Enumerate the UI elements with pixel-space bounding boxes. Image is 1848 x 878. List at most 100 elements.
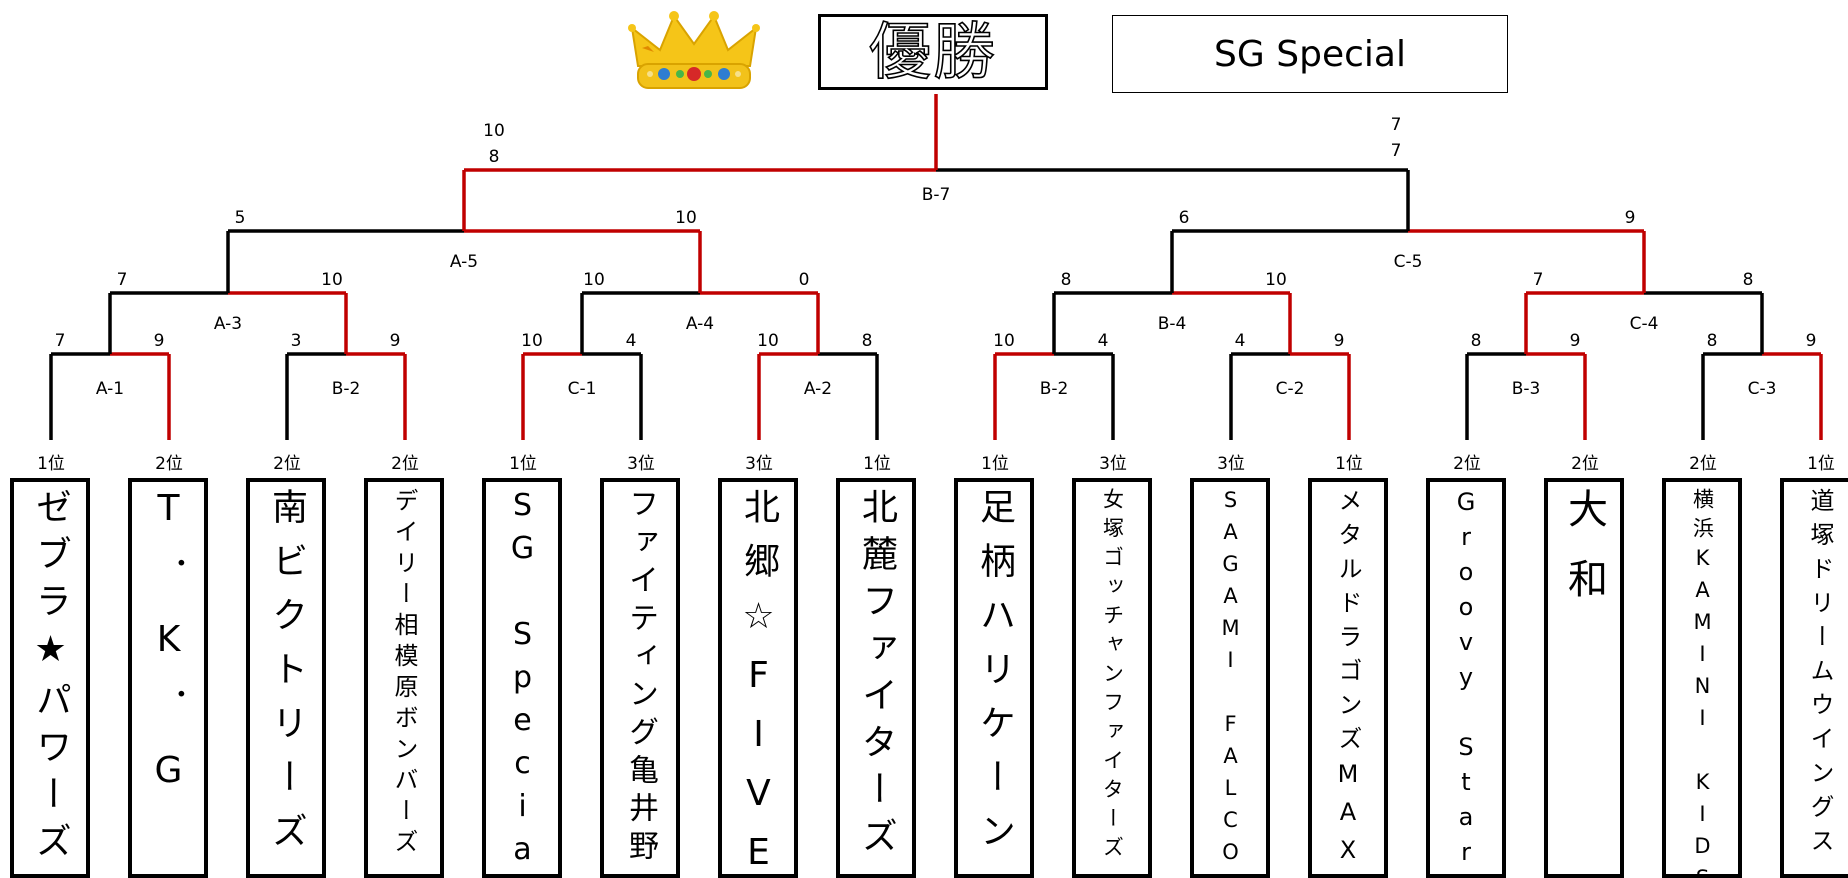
team-box: 大和 bbox=[1544, 478, 1624, 878]
winner-name: SG Special bbox=[1214, 33, 1406, 75]
score-left: 8 bbox=[489, 147, 500, 167]
team-name: 女塚ゴッチャンファイターズ bbox=[1100, 488, 1125, 865]
team-name: 横浜KAMINI KIDS bbox=[1690, 488, 1715, 878]
score-left: 10 bbox=[993, 331, 1015, 351]
team-name: SG Special bbox=[505, 488, 540, 878]
court-label: C-5 bbox=[1394, 252, 1423, 272]
team-rank: 2位 bbox=[1453, 454, 1481, 474]
team-box: 女塚ゴッチャンファイターズ bbox=[1072, 478, 1152, 878]
score-right: 9 bbox=[1806, 331, 1817, 351]
team-rank: 1位 bbox=[1807, 454, 1835, 474]
team-rank: 3位 bbox=[1217, 454, 1245, 474]
team-box: Groovy Stars bbox=[1426, 478, 1506, 878]
team-name: 北麓ファイターズ bbox=[856, 488, 897, 864]
score-right: 10 bbox=[321, 270, 343, 290]
court-label: A-5 bbox=[450, 252, 478, 272]
score-right: 0 bbox=[799, 270, 810, 290]
court-label: B-7 bbox=[922, 185, 951, 205]
team-name: Groovy Stars bbox=[1452, 488, 1480, 878]
score-right: 7 bbox=[1391, 115, 1402, 135]
score-left: 7 bbox=[1533, 270, 1544, 290]
score-left: 5 bbox=[235, 208, 246, 228]
team-rank: 2位 bbox=[1571, 454, 1599, 474]
team-box: T．K．G bbox=[128, 478, 208, 878]
court-label: A-1 bbox=[96, 379, 124, 399]
score-left: 10 bbox=[583, 270, 605, 290]
team-name: 道塚ドリームウイングス bbox=[1806, 488, 1834, 862]
team-rank: 1位 bbox=[981, 454, 1009, 474]
score-left: 8 bbox=[1471, 331, 1482, 351]
team-box: 足柄ハリケーン bbox=[954, 478, 1034, 878]
score-left: 4 bbox=[1235, 331, 1246, 351]
court-label: B-3 bbox=[1512, 379, 1541, 399]
score-right: 8 bbox=[1743, 270, 1754, 290]
team-name: 足柄ハリケーン bbox=[974, 488, 1015, 866]
team-name: 大和 bbox=[1561, 488, 1607, 628]
court-label: A-3 bbox=[214, 314, 242, 334]
team-name: メタルドラゴンズMAX bbox=[1334, 488, 1362, 874]
score-right: 7 bbox=[1391, 141, 1402, 161]
team-rank: 1位 bbox=[509, 454, 537, 474]
score-left: 10 bbox=[757, 331, 779, 351]
team-box: 北郷☆FIVE bbox=[718, 478, 798, 878]
crown-icon bbox=[628, 11, 760, 89]
score-left: 7 bbox=[117, 270, 128, 290]
score-right: 8 bbox=[862, 331, 873, 351]
team-name: ゼブラ★パワーズ bbox=[30, 488, 71, 869]
score-right: 9 bbox=[154, 331, 165, 351]
team-box: SAGAMI FALCON bbox=[1190, 478, 1270, 878]
score-left: 7 bbox=[55, 331, 66, 351]
team-box: ファイティング亀井野 bbox=[600, 478, 680, 878]
score-right: 9 bbox=[1625, 208, 1636, 228]
score-right: 9 bbox=[1570, 331, 1581, 351]
score-right: 9 bbox=[390, 331, 401, 351]
court-label: A-4 bbox=[686, 314, 714, 334]
team-name: デイリー相模原ボンバーズ bbox=[390, 488, 418, 860]
team-name: T．K．G bbox=[148, 488, 189, 818]
team-rank: 1位 bbox=[1335, 454, 1363, 474]
court-label: A-2 bbox=[804, 379, 832, 399]
score-right: 4 bbox=[626, 331, 637, 351]
team-rank: 3位 bbox=[745, 454, 773, 474]
court-label: B-2 bbox=[1040, 379, 1069, 399]
score-right: 9 bbox=[1334, 331, 1345, 351]
team-box: メタルドラゴンズMAX bbox=[1308, 478, 1388, 878]
court-label: C-3 bbox=[1748, 379, 1777, 399]
court-label: C-2 bbox=[1276, 379, 1305, 399]
team-box: デイリー相模原ボンバーズ bbox=[364, 478, 444, 878]
score-left: 3 bbox=[291, 331, 302, 351]
team-rank: 1位 bbox=[863, 454, 891, 474]
team-name: 南ビクトリーズ bbox=[266, 488, 307, 866]
team-rank: 2位 bbox=[273, 454, 301, 474]
score-right: 10 bbox=[1265, 270, 1287, 290]
score-left: 8 bbox=[1707, 331, 1718, 351]
score-left: 6 bbox=[1179, 208, 1190, 228]
team-rank: 2位 bbox=[155, 454, 183, 474]
team-rank: 3位 bbox=[1099, 454, 1127, 474]
court-label: B-4 bbox=[1158, 314, 1187, 334]
team-name: 北郷☆FIVE bbox=[738, 488, 779, 878]
team-name: ファイティング亀井野 bbox=[623, 488, 658, 868]
score-left: 10 bbox=[521, 331, 543, 351]
court-label: C-1 bbox=[568, 379, 597, 399]
score-left: 10 bbox=[483, 121, 505, 141]
court-label: C-4 bbox=[1630, 314, 1659, 334]
score-right: 10 bbox=[675, 208, 697, 228]
champion-title: 優勝 bbox=[868, 15, 997, 88]
team-rank: 2位 bbox=[391, 454, 419, 474]
team-rank: 3位 bbox=[627, 454, 655, 474]
team-box: ゼブラ★パワーズ bbox=[10, 478, 90, 878]
team-box: 北麓ファイターズ bbox=[836, 478, 916, 878]
court-label: B-2 bbox=[332, 379, 361, 399]
winner-name-box: SG Special bbox=[1112, 15, 1508, 93]
score-left: 8 bbox=[1061, 270, 1072, 290]
score-right: 4 bbox=[1098, 331, 1109, 351]
team-rank: 1位 bbox=[37, 454, 65, 474]
team-name: SAGAMI FALCON bbox=[1218, 488, 1243, 878]
team-box: SG Special bbox=[482, 478, 562, 878]
champion-box: 優勝 bbox=[818, 14, 1048, 90]
team-rank: 2位 bbox=[1689, 454, 1717, 474]
team-box: 道塚ドリームウイングス bbox=[1780, 478, 1848, 878]
team-box: 横浜KAMINI KIDS bbox=[1662, 478, 1742, 878]
